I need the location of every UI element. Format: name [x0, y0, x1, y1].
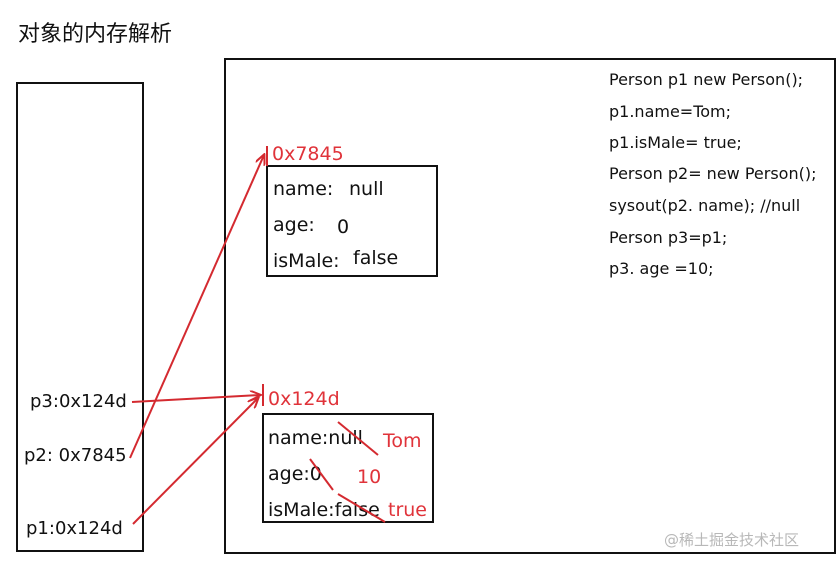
code-line-3: p1.isMale= true; [609, 133, 742, 152]
object1-field-name-label: name: [273, 178, 334, 200]
object2-field-age: age:0 [268, 463, 322, 485]
object1-field-ismale-value: false [353, 247, 399, 269]
stack-var-p2: p2: 0x7845 [24, 445, 127, 466]
strike-age-0 [309, 458, 334, 491]
watermark: @稀土掘金技术社区 [664, 531, 800, 549]
strike-name-null [337, 421, 379, 456]
arrow-p1-to-object2 [132, 398, 258, 525]
object2-field-ismale-new-value: true [388, 499, 427, 521]
code-line-5: sysout(p2. name); //null [609, 196, 801, 215]
object2-field-ismale: isMale:false [268, 499, 380, 521]
arrow-p3-to-object2 [131, 395, 260, 403]
code-line-7: p3. age =10; [609, 259, 714, 278]
strike-ismale-false [337, 493, 386, 523]
object2-field-age-new-value: 10 [357, 466, 382, 488]
object2-box [262, 413, 434, 523]
stack-region [16, 82, 144, 552]
stack-var-p1: p1:0x124d [26, 518, 123, 539]
code-line-6: Person p3=p1; [609, 228, 728, 247]
arrow-p2-to-object1 [129, 155, 264, 459]
object1-field-name-value: null [349, 178, 384, 200]
code-line-1: Person p1 new Person(); [609, 70, 804, 89]
object1-field-age-label: age: [273, 214, 315, 236]
object2-address: 0x124d [268, 388, 340, 410]
heap-region [224, 58, 836, 554]
object1-field-age-value: 0 [337, 216, 350, 238]
code-line-2: p1.name=Tom; [609, 102, 732, 121]
object2-field-name: name:null [268, 427, 363, 449]
code-line-4: Person p2= new Person(); [609, 164, 817, 183]
diagram-title: 对象的内存解析 [18, 22, 173, 47]
object1-field-ismale-label: isMale: [273, 250, 340, 272]
object2-field-name-new-value: Tom [383, 430, 422, 452]
stack-var-p3: p3:0x124d [30, 391, 127, 412]
object1-box [266, 165, 438, 277]
object1-address: 0x7845 [272, 143, 344, 165]
